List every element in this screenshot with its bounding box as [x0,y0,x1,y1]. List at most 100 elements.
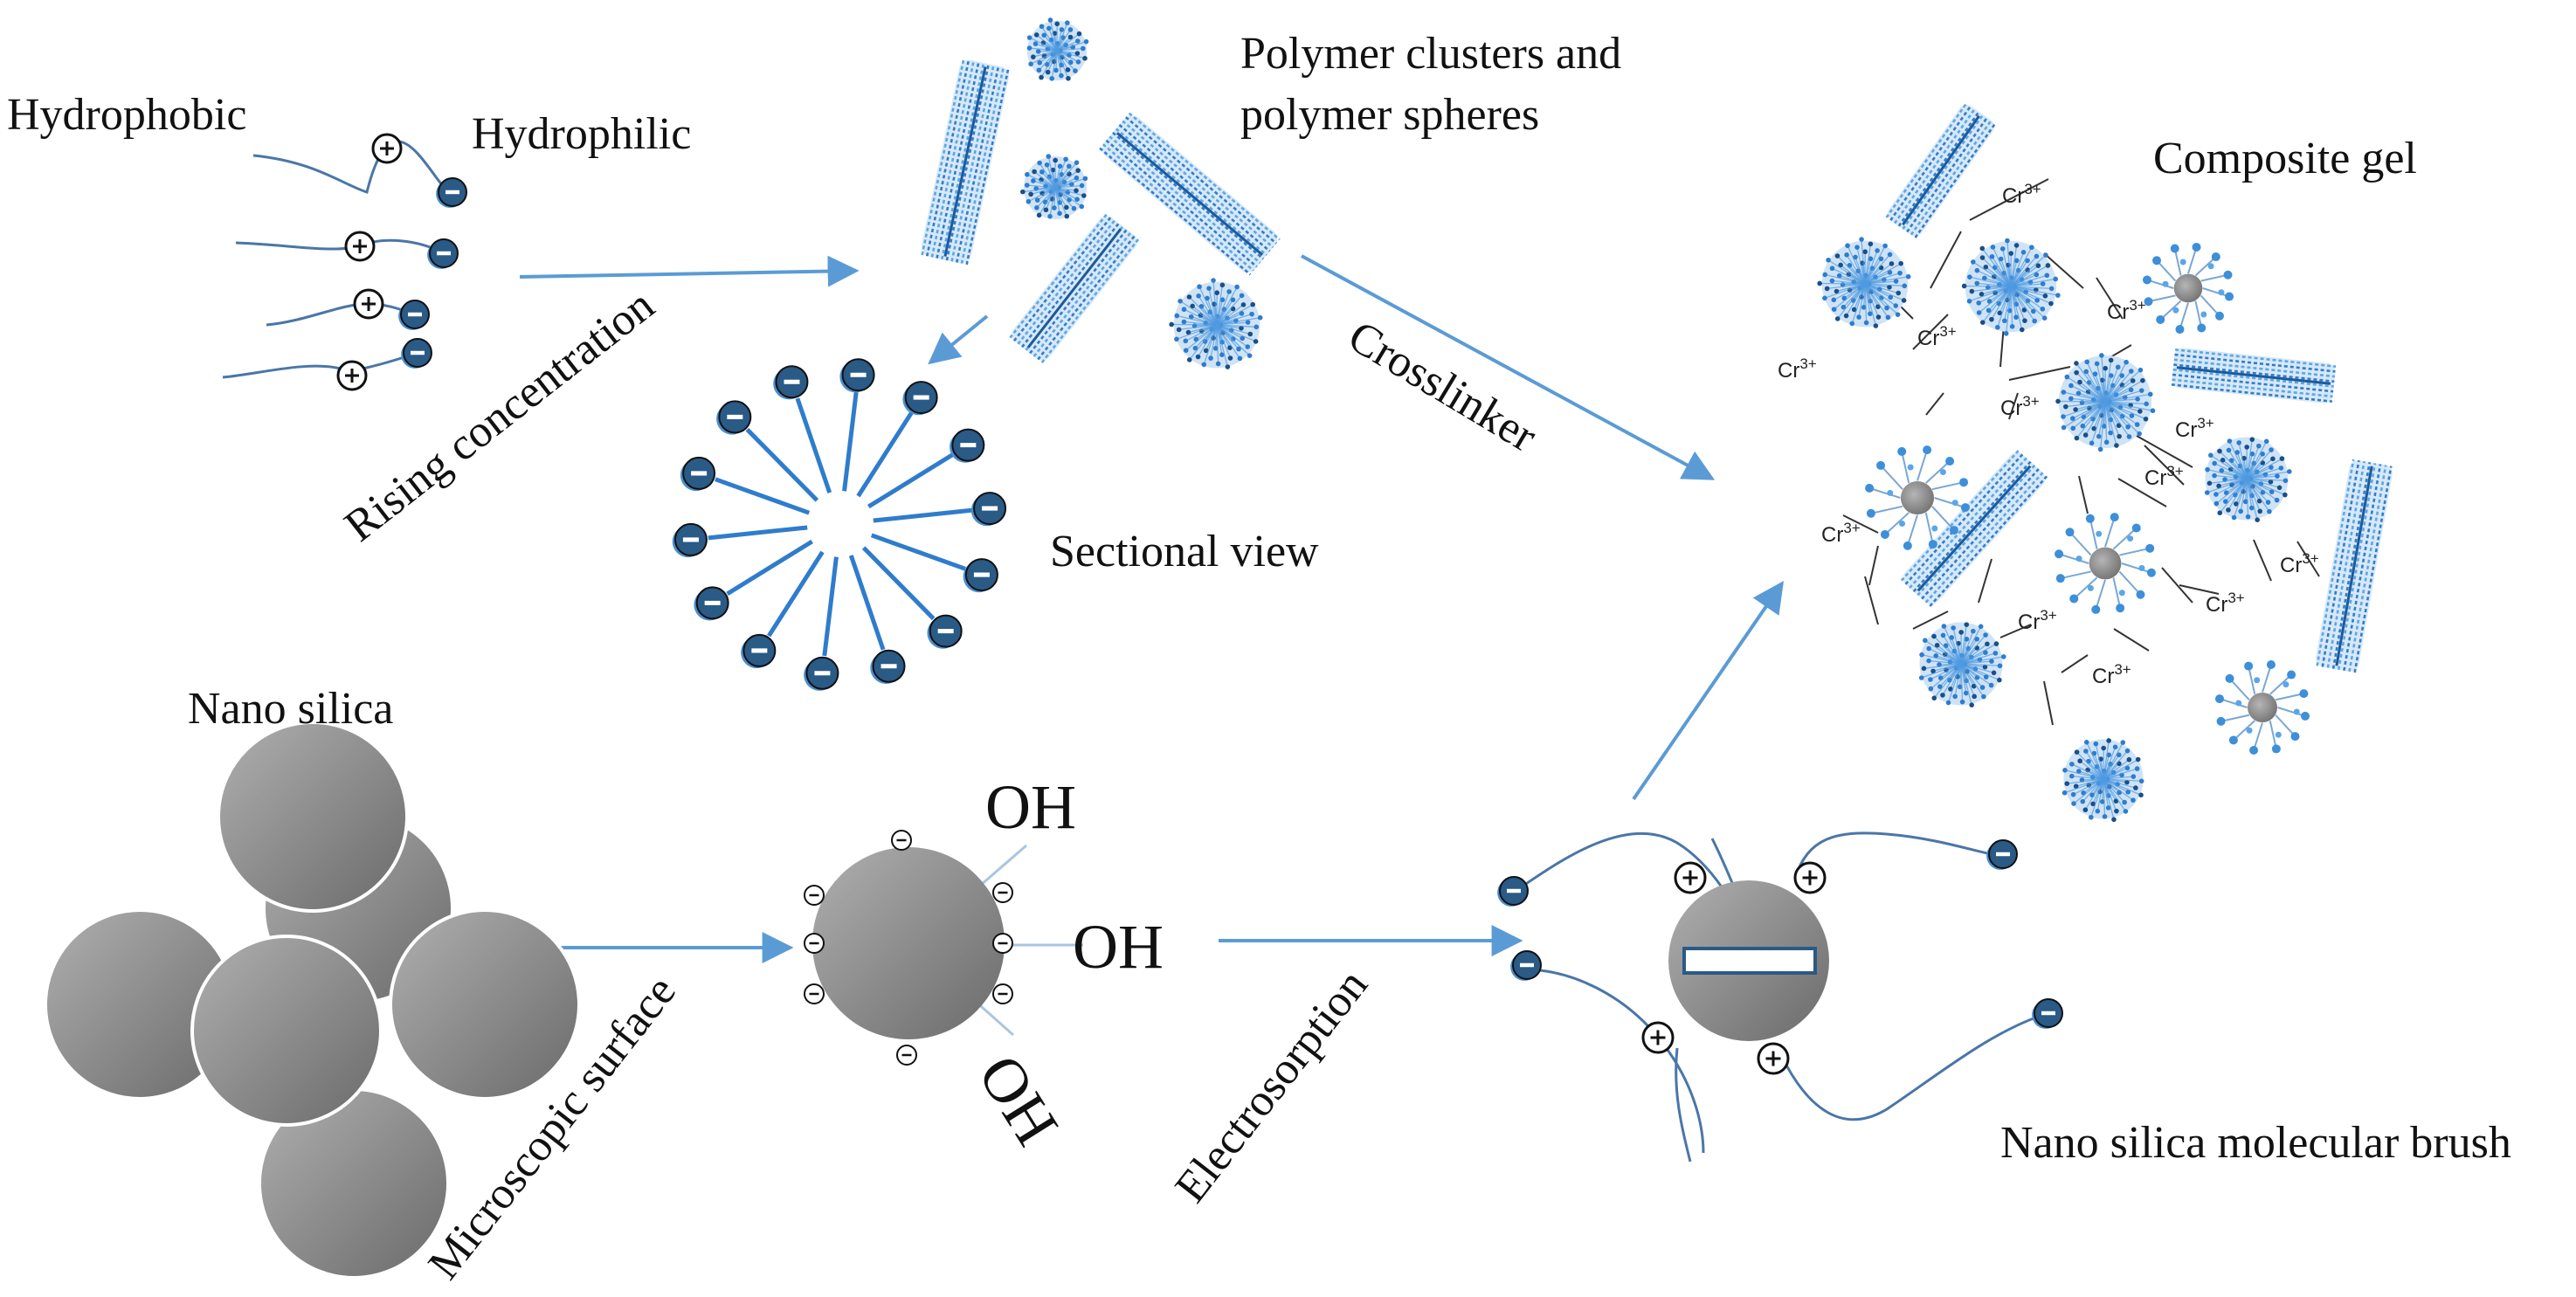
label-oh-top: OH [985,772,1076,842]
chromium-ion-label: Cr3+ [2144,463,2184,490]
micelle-tail [825,557,837,656]
label-hydrophilic: Hydrophilic [472,109,691,159]
chromium-ion-label: Cr3+ [2002,181,2041,208]
cation-icon [346,232,374,260]
surfactant-molecules [223,135,466,390]
crosslink-bond [1865,576,1878,624]
micelle-tail [864,548,934,618]
polymer-sphere [1020,154,1088,219]
anion-icon [716,401,750,434]
negative-charge-icon [993,984,1012,1004]
crosslink-bond [2254,540,2271,581]
brush-particle [2143,243,2234,334]
chromium-ion-label: Cr3+ [2206,590,2245,617]
brush-particle [1865,445,1970,550]
polymer-rod [2315,459,2394,673]
cation-icon [1758,1044,1788,1073]
label-hydrophobic: Hydrophobic [7,90,246,140]
polymer-sphere [1027,17,1089,80]
chromium-ion-label: Cr3+ [2107,297,2146,324]
micelle-tail [851,555,883,650]
polymer-sphere [2062,738,2144,822]
chromium-ion-label: Cr3+ [1821,520,1861,547]
anion-icon [398,300,429,330]
negative-charge-icon [993,883,1012,902]
micelle-tail [872,535,965,569]
polymer-sphere [1169,278,1262,369]
cation-icon [373,135,401,162]
crosslink-bond [2079,476,2088,514]
brush-particle [2215,660,2310,755]
anion-icon [680,458,715,491]
polymer-sphere [2205,437,2292,522]
polymer-sphere [1919,622,2006,707]
cation-icon [338,362,366,390]
label-nano-silica: Nano silica [188,684,393,734]
label-electrosorption: Electrosorption [1166,961,1378,1212]
micelle-tail [708,528,807,538]
anion-icon [673,524,707,557]
silica-sphere [218,722,407,911]
polymer-sphere [1817,237,1910,328]
anion-icon [971,493,1005,526]
crosslink-bond [1930,231,1961,288]
chromium-ion-label: Cr3+ [2018,607,2057,634]
silica-surface-oh [805,831,1083,1065]
negative-charge-icon [805,934,824,953]
anion-icon [694,587,728,620]
anion-icon [401,339,432,369]
brush-particle [2055,513,2156,614]
micelle-tail [715,479,809,513]
negative-charge-icon [805,984,824,1004]
cation-icon [1675,863,1705,893]
label-polymer-clusters-line2: polymer spheres [1240,90,1539,140]
label-oh-bottom: OH [964,1043,1072,1157]
micelle-sectional-view [673,359,1005,691]
crosslink-bond [1926,393,1944,415]
cation-icon [1795,863,1825,893]
anion-icon [2032,999,2062,1029]
negative-charge-icon [892,831,911,850]
cation-icon [1643,1023,1673,1052]
micelle-tail [845,392,857,491]
label-rising-concentration: Rising concentration [335,280,663,552]
cation-icon [355,290,383,318]
anion-icon [950,430,984,463]
anion-icon [839,359,874,392]
label-composite-gel: Composite gel [2153,134,2417,183]
silica-sphere [192,936,381,1125]
core-negative-bar [1684,949,1815,973]
anion-icon [427,239,458,269]
anion-icon [927,616,961,649]
crosslink-bond [2009,367,2070,380]
polymer-rod [920,58,1012,265]
crosslink-bond [1869,546,1878,585]
crosslink-bond [2044,681,2053,725]
label-polymer-clusters-line1: Polymer clusters and [1240,29,1621,79]
micelle-tail [747,430,817,500]
chromium-ion-label: Cr3+ [2175,415,2214,442]
crosslink-bond [2114,629,2149,651]
anion-icon [1497,877,1528,907]
polymer-rod [2172,347,2337,404]
chromium-ion-label: Cr3+ [2280,550,2319,577]
label-sectional-view: Sectional view [1050,527,1319,576]
nano-silica-molecular-brush [1497,833,2062,1162]
chromium-ion-label: Cr3+ [1778,355,1817,383]
negative-charge-icon [897,1045,916,1065]
anion-icon [870,651,904,684]
anion-icon [1510,951,1541,981]
polymer-rod [1008,212,1141,364]
polymer-sphere [1962,238,2061,336]
polymer-clusters [920,17,1281,369]
anion-icon [741,635,775,668]
chromium-ion-label: Cr3+ [2000,393,2040,420]
negative-charge-icon [993,934,1012,953]
anion-icon [963,559,998,592]
anion-icon [902,382,936,415]
label-oh-middle: OH [1073,912,1164,982]
negative-charge-icon [805,886,824,905]
crosslink-bond [2061,655,2088,673]
